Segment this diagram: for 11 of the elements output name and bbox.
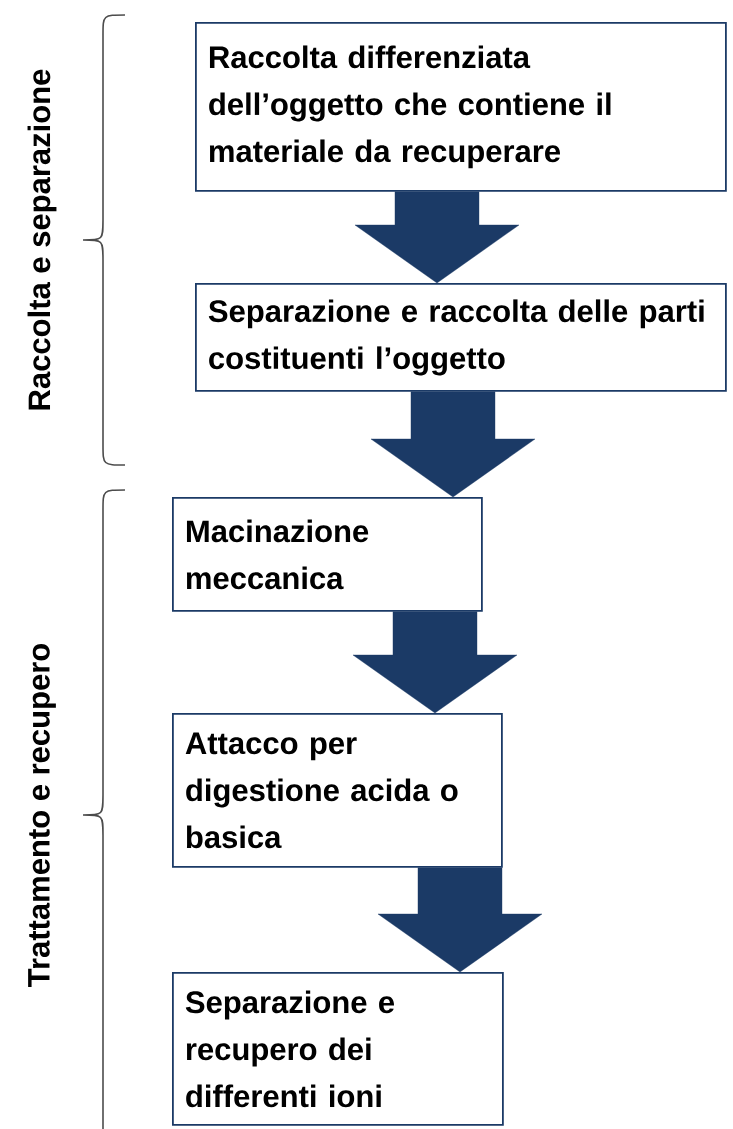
- block-arrow: [377, 867, 543, 973]
- process-box: Raccolta differenziata dell’oggetto che contiene il materiale da recuperare: [195, 22, 727, 192]
- process-box: Attacco per digestione acida o basica: [172, 713, 503, 868]
- side-label: Raccolta e separazione: [27, 69, 57, 410]
- block-arrow: [352, 611, 518, 714]
- block-arrow: [370, 391, 536, 498]
- process-box: Separazione e raccolta delle parti costituenti l’oggetto: [195, 283, 727, 392]
- process-box: Macinazione meccanica: [172, 497, 483, 612]
- process-box: Separazione e recupero dei differenti ioni: [172, 972, 504, 1126]
- block-arrow: [354, 191, 520, 284]
- side-label: Trattamento e recupero: [28, 644, 56, 987]
